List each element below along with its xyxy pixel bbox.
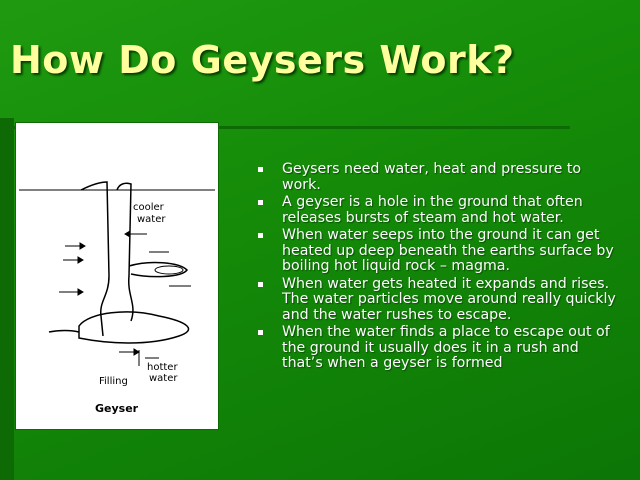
bullet-item: A geyser is a hole in the ground that of… [256,194,616,226]
bullet-square-icon [258,330,263,335]
label-hotter: hotter [147,362,178,373]
label-water-bottom: water [149,373,178,384]
bullet-item: When the water finds a place to escape o… [256,324,616,372]
accent-bar-left [0,118,14,480]
geyser-diagram: cooler water hotter water Filling Geyser [16,123,218,429]
flow-arrows [59,230,191,366]
lower-chamber [78,311,190,344]
bullet-square-icon [258,233,263,238]
bullet-text: When water seeps into the ground it can … [282,227,614,274]
bullet-text: A geyser is a hole in the ground that of… [282,194,583,226]
bullet-text: Geysers need water, heat and pressure to… [282,161,582,193]
bullet-text: When the water finds a place to escape o… [282,324,610,371]
bullet-square-icon [258,167,263,172]
bullet-item: When water seeps into the ground it can … [256,227,616,275]
geyser-diagram-svg: cooler water hotter water Filling Geyser [19,181,215,415]
accent-line-top [14,126,570,129]
geyser-shaft-right [116,182,134,322]
bullet-list: Geysers need water, heat and pressure to… [256,161,616,374]
bullet-square-icon [258,200,263,205]
label-filling: Filling [99,376,128,387]
diagram-caption: Geyser [95,402,139,415]
geyser-shaft-left [80,181,110,337]
upper-chamber [128,261,188,278]
inflow-channel [48,329,80,333]
bullet-square-icon [258,281,263,287]
bullet-item: When water gets heated it expands and ri… [256,275,616,324]
bullet-item: Geysers need water, heat and pressure to… [256,161,616,193]
label-cooler: cooler [133,202,165,213]
bullet-text: When water gets heated it expands and ri… [282,275,616,323]
slide-title: How Do Geysers Work? [10,38,515,82]
label-water-top: water [137,214,166,225]
upper-chamber-pocket [154,265,184,275]
